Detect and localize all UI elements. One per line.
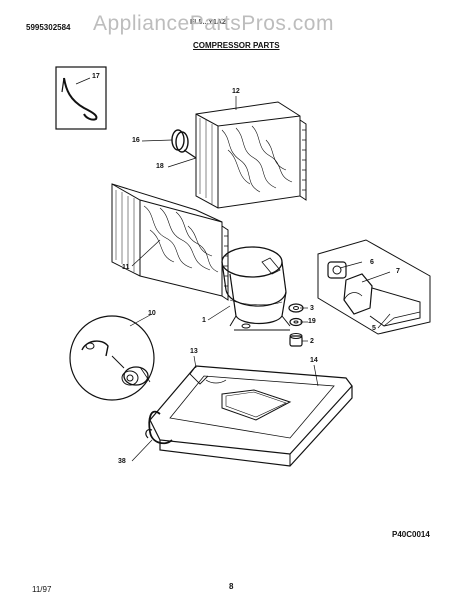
part-2-mount-bushing [289, 333, 303, 347]
callout-12: 12 [232, 88, 240, 95]
callout-13: 13 [190, 348, 198, 355]
leader-lines [75, 77, 391, 462]
callout-16: 16 [132, 137, 140, 144]
section-title: COMPRESSOR PARTS [193, 41, 280, 50]
part-16-capillary-coil [171, 129, 197, 159]
callout-1: 1 [202, 317, 206, 324]
part-10-capacitor-inset [69, 315, 155, 401]
callout-14: 14 [310, 357, 318, 364]
part-1-compressor [221, 246, 291, 331]
footer-date: 11/97 [32, 585, 52, 594]
part-6-7-5-terminal-inset [317, 239, 431, 335]
callout-7: 7 [396, 268, 400, 275]
part-13-drain-channel [189, 365, 209, 385]
part-38-tubing-loop [145, 410, 173, 445]
document-number: 5995302584 [26, 23, 71, 32]
model-code: FL5...Y1A2 [190, 19, 226, 26]
callout-19: 19 [308, 318, 316, 325]
callout-18: 18 [156, 163, 164, 170]
figure-code: P40C0014 [392, 530, 430, 539]
part-11-evaporator-coil [111, 183, 229, 301]
callout-10: 10 [148, 310, 156, 317]
part-14-base-pan [149, 365, 353, 467]
callout-5: 5 [372, 325, 376, 332]
callout-2: 2 [310, 338, 314, 345]
page-number: 8 [229, 582, 234, 591]
part-12-condenser-coil [195, 101, 307, 209]
callout-11: 11 [122, 264, 130, 271]
callout-38: 38 [118, 458, 126, 465]
callout-3: 3 [310, 305, 314, 312]
part-17-tubing-inset [55, 66, 107, 130]
callout-17: 17 [92, 73, 100, 80]
callout-6: 6 [370, 259, 374, 266]
watermark: AppliancePartsPros.com [93, 12, 334, 35]
